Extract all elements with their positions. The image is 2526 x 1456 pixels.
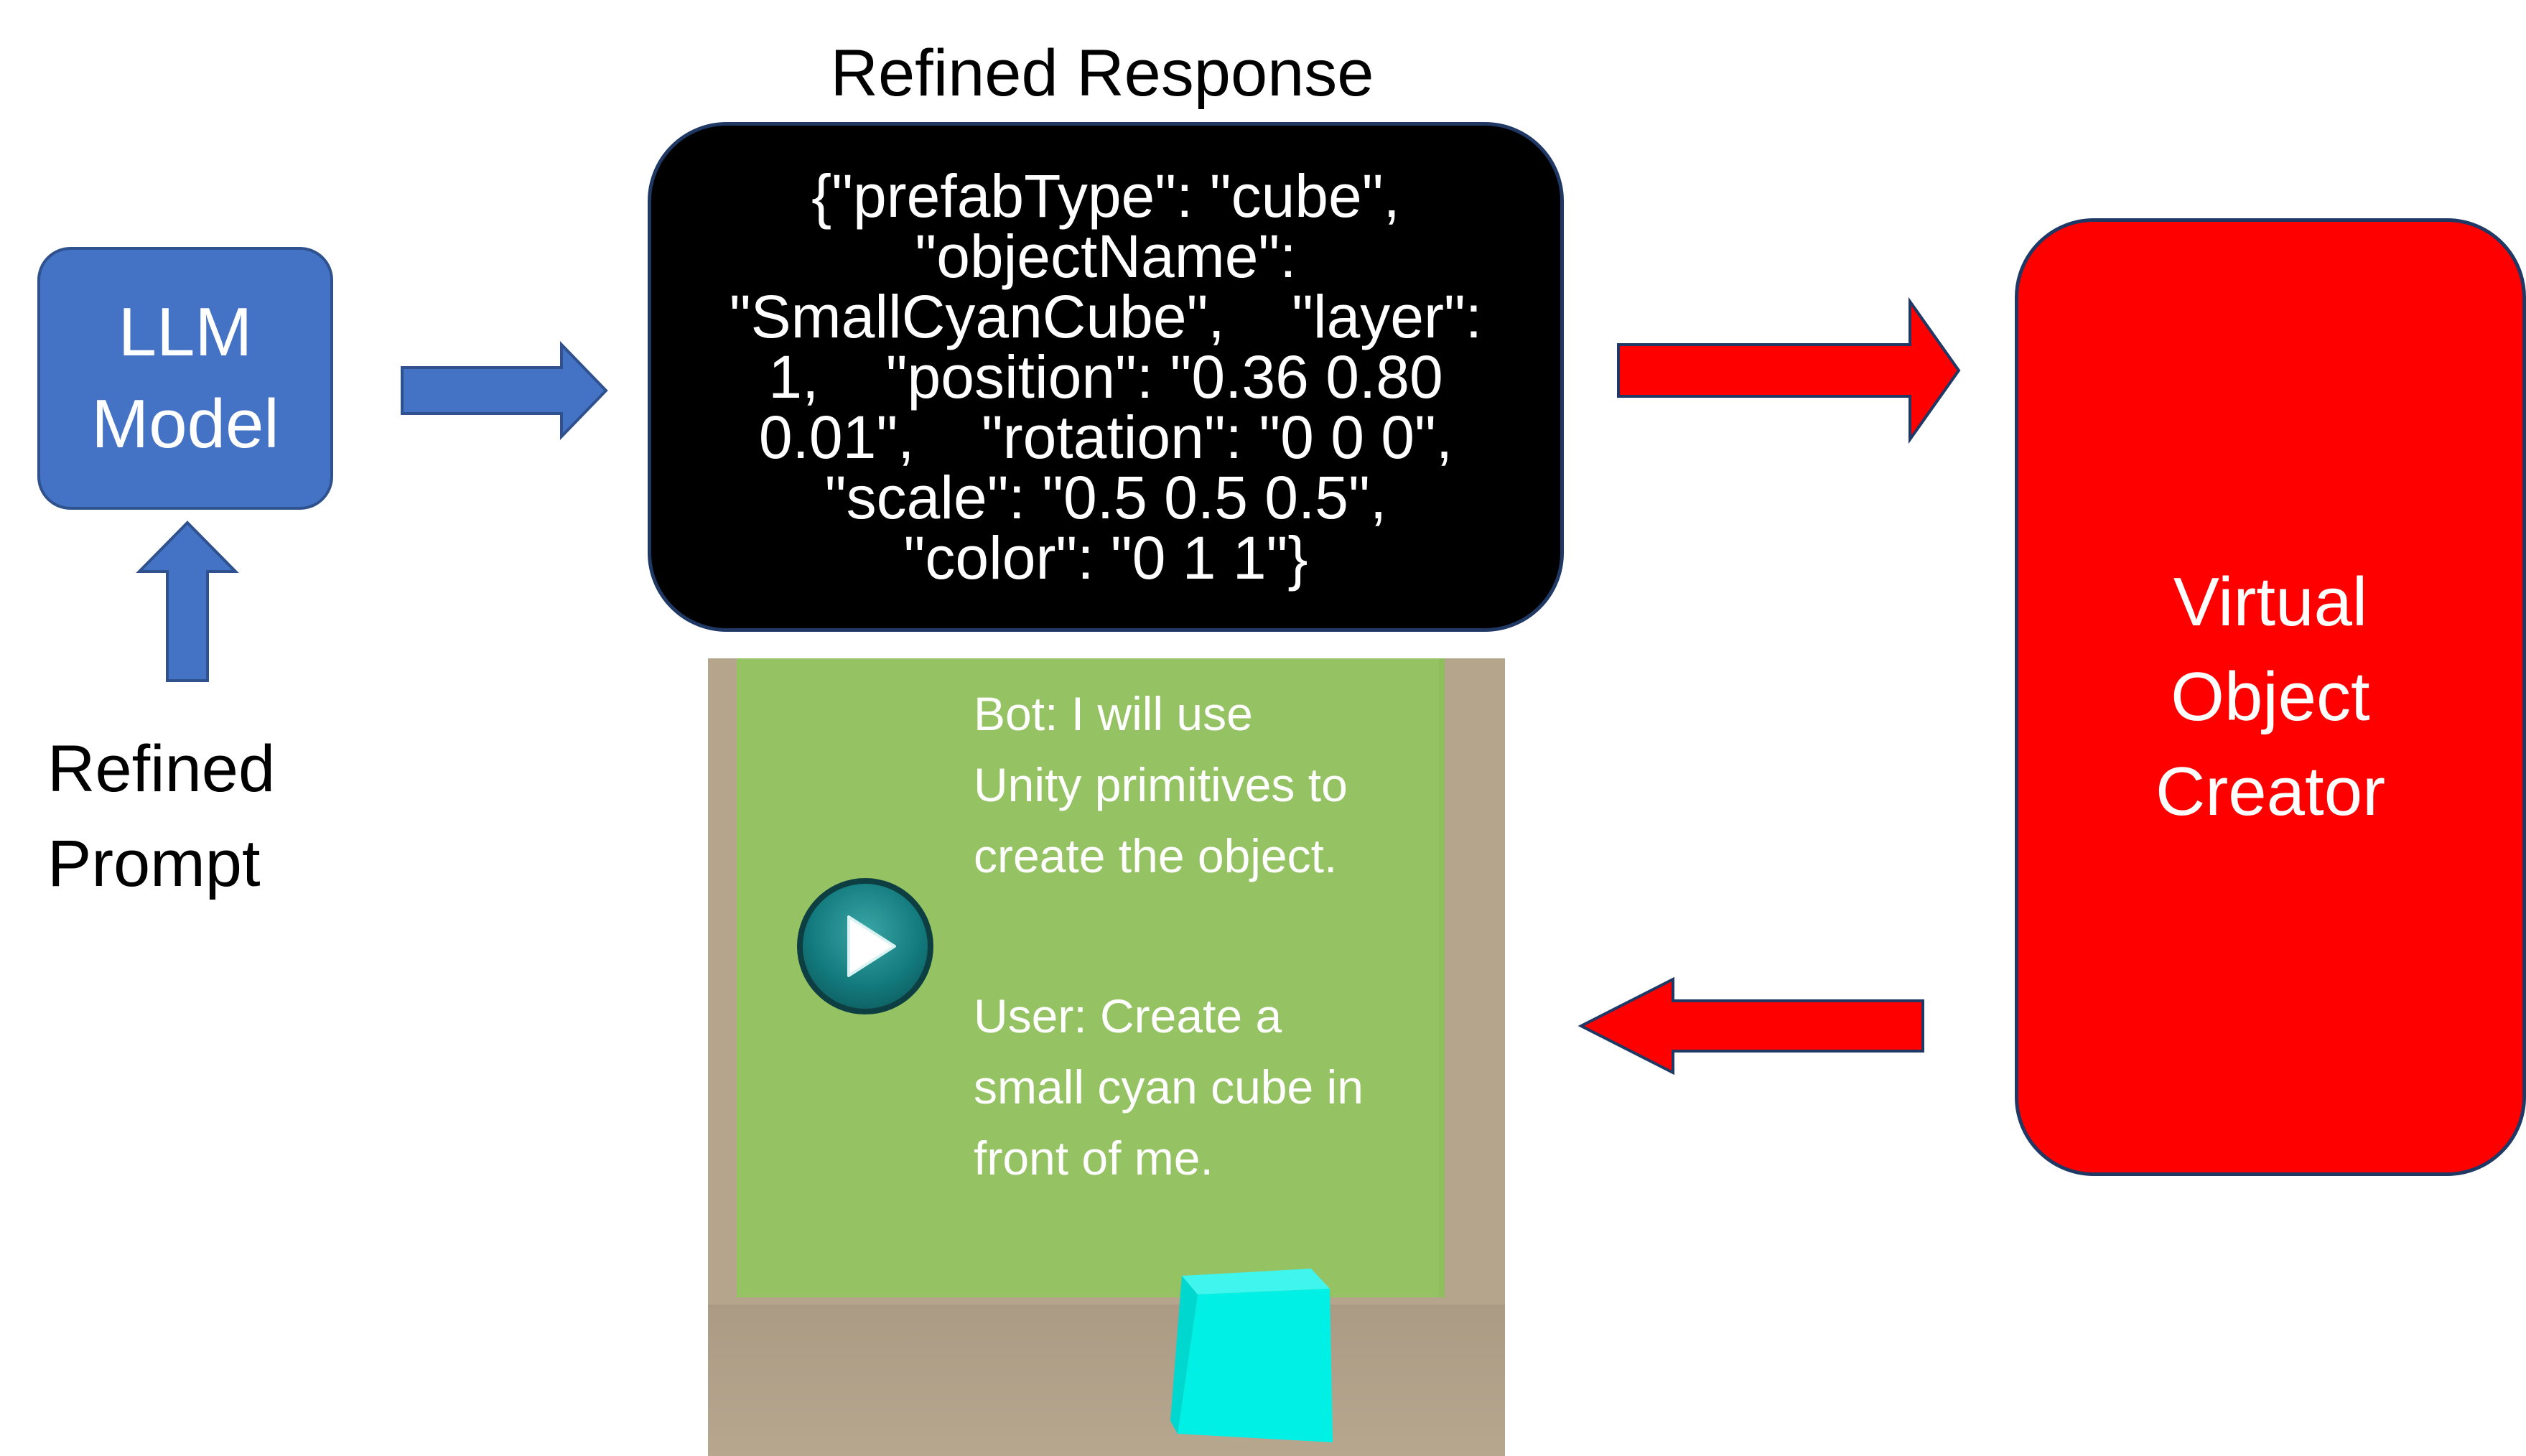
virtual-object-creator-box: Virtual Object Creator bbox=[2015, 218, 2526, 1176]
bot-message-line2: Unity primitives to bbox=[974, 758, 1348, 811]
cyan-cube bbox=[1170, 1269, 1333, 1442]
unity-scene-screenshot: Bot: I will use Unity primitives to crea… bbox=[708, 658, 1505, 1456]
refined-response-json-box: {"prefabType": "cube", "objectName": "Sm… bbox=[648, 122, 1564, 632]
llm-model-box: LLM Model bbox=[37, 247, 333, 510]
user-message-line2: small cyan cube in bbox=[974, 1060, 1364, 1114]
chat-transcript: Bot: I will use Unity primitives to crea… bbox=[974, 678, 1433, 1194]
refined-response-title: Refined Response bbox=[830, 37, 1374, 110]
user-message-line3: front of me. bbox=[974, 1131, 1213, 1185]
refined-prompt-line2: Prompt bbox=[47, 827, 261, 900]
bot-message-line3: create the object. bbox=[974, 829, 1338, 882]
floor bbox=[708, 1305, 1505, 1456]
right-arrow-red-icon bbox=[1617, 297, 1961, 444]
refined-prompt-line1: Refined bbox=[47, 732, 276, 806]
refined-prompt-label: Refined Prompt bbox=[47, 722, 349, 911]
left-arrow-red-icon bbox=[1577, 976, 1924, 1075]
virtual-object-creator-line1: Virtual bbox=[2173, 564, 2368, 640]
up-arrow-icon bbox=[136, 521, 239, 682]
virtual-object-creator-line2: Object bbox=[2171, 658, 2370, 735]
user-message-line1: User: Create a bbox=[974, 989, 1282, 1042]
play-button[interactable] bbox=[797, 878, 933, 1014]
llm-model-label-line1: LLM bbox=[118, 294, 253, 370]
bot-message-line1: Bot: I will use bbox=[974, 687, 1253, 740]
refined-response-json-text: {"prefabType": "cube", "objectName": "Sm… bbox=[729, 162, 1483, 592]
virtual-object-creator-line3: Creator bbox=[2155, 753, 2386, 830]
llm-model-label-line2: Model bbox=[91, 386, 279, 462]
play-icon bbox=[847, 915, 896, 977]
right-arrow-blue-icon bbox=[401, 341, 608, 440]
